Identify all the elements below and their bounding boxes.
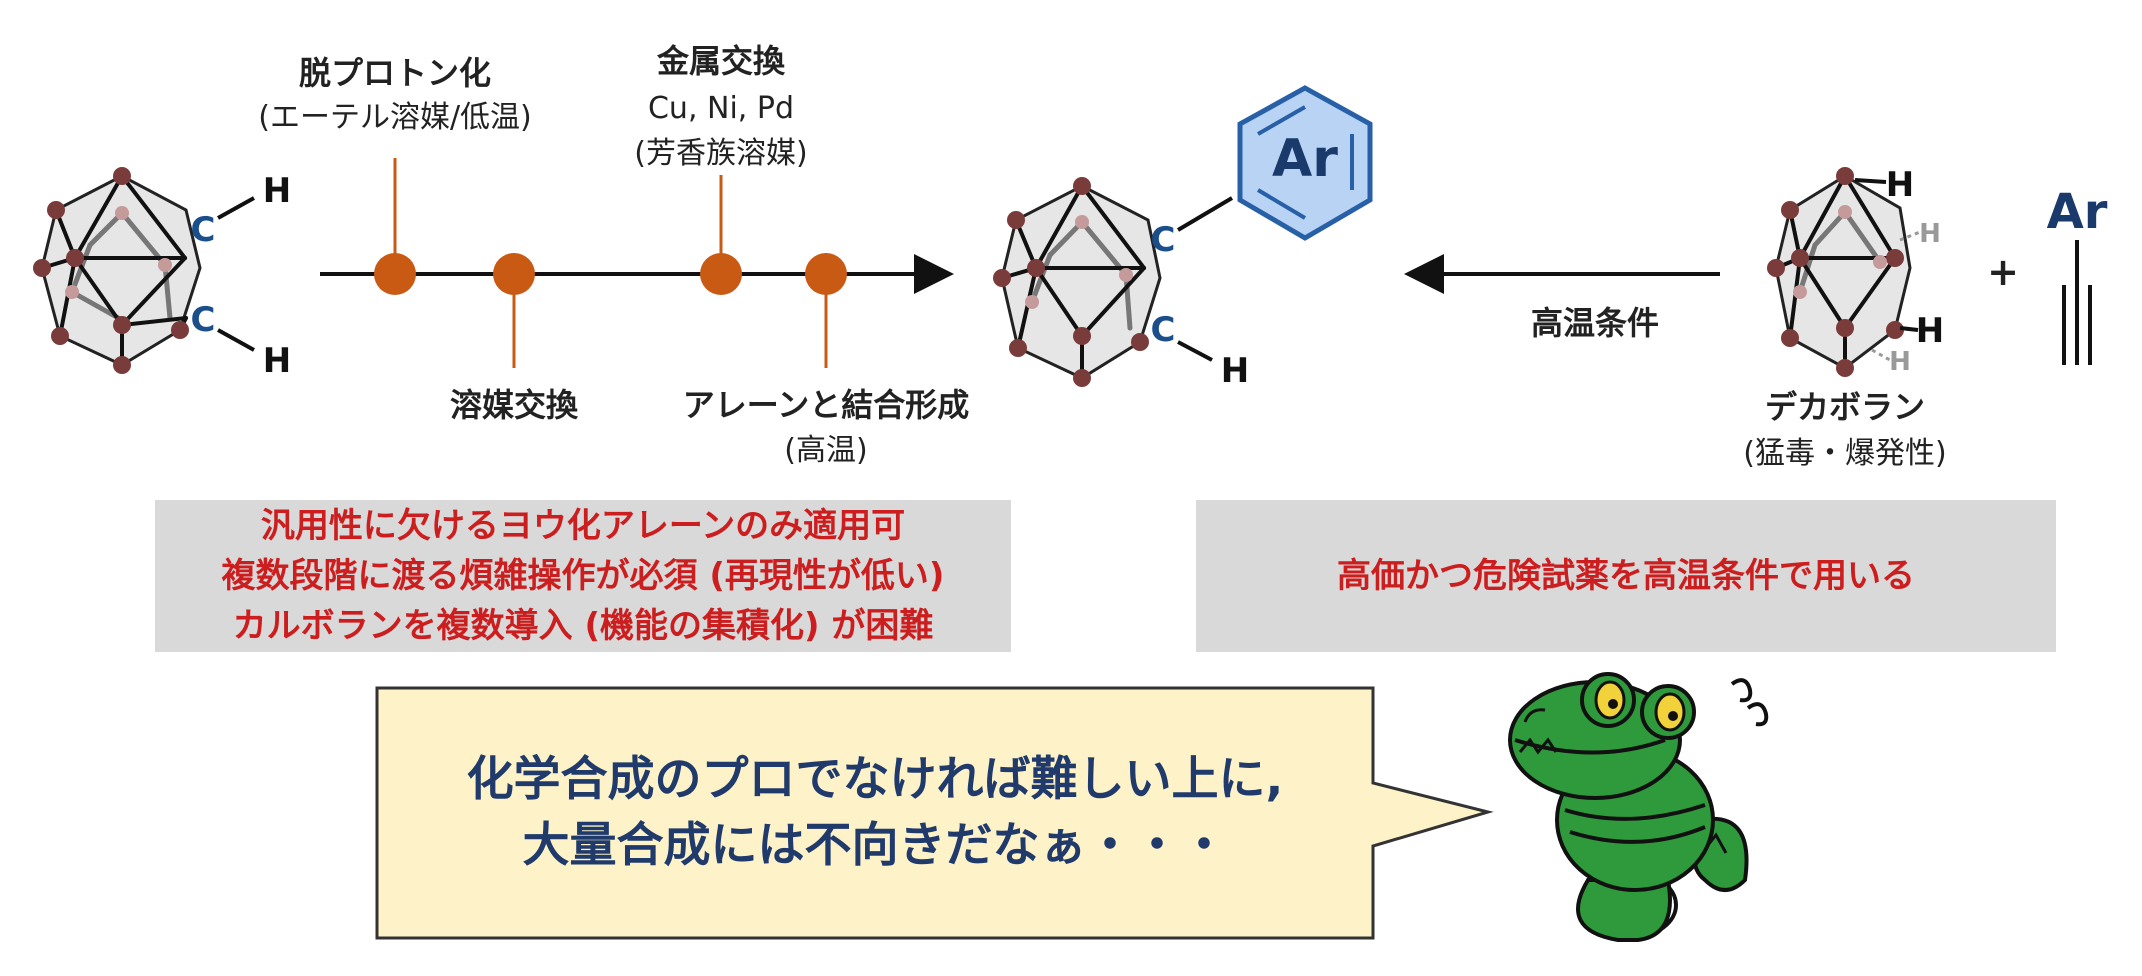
problems-left-box: 汎用性に欠けるヨウ化アレーンのみ適用可 複数段階に渡る煩雑操作が必須 (再現性が… <box>155 500 1011 652</box>
step-metal-exchange-metals: Cu, Ni, Pd <box>648 91 794 126</box>
crocodile-mascot-icon <box>1508 672 1769 942</box>
bridging-hydrogen-label: H <box>1889 347 1911 377</box>
problem-right-line: 高価かつ危険試薬を高温条件で用いる <box>1337 556 1915 596</box>
speech-text-block: 化学合成のプロでなければ難しい上に, 大量合成には不向きだなぁ・・・ <box>377 688 1373 938</box>
step-solvent-exchange-title: 溶媒交換 <box>450 386 579 424</box>
step-arene-coupling-title: アレーンと結合形成 <box>683 386 969 424</box>
decaborane-note: (猛毒・爆発性) <box>1743 436 1946 471</box>
carbon-label: C <box>191 210 216 250</box>
carbon-label: C <box>191 300 216 340</box>
step-marker-deprotonation <box>374 253 416 295</box>
problems-right-box: 高価かつ危険試薬を高温条件で用いる <box>1196 500 2056 652</box>
speech-bubble <box>375 686 1494 940</box>
step-metal-exchange-title: 金属交換 <box>656 42 786 80</box>
carbon-label: C <box>1151 310 1176 350</box>
hydrogen-label: H <box>1886 165 1914 205</box>
step-deprotonation-title: 脱プロトン化 <box>299 54 491 92</box>
step-marker-arene-coupling <box>805 253 847 295</box>
speech-line-1: 化学合成のプロでなければ難しい上に, <box>466 752 1284 807</box>
problem-line-1: 汎用性に欠けるヨウ化アレーンのみ適用可 <box>260 506 906 546</box>
hydrogen-label: H <box>263 171 291 211</box>
aryl-label: Ar <box>2047 184 2108 240</box>
hydrogen-label: H <box>1221 351 1249 391</box>
speech-line-2: 大量合成には不向きだなぁ・・・ <box>522 818 1228 873</box>
alkyne-icon <box>2062 240 2092 365</box>
carborane-icon <box>993 177 1234 387</box>
aryl-ring-icon <box>1237 85 1373 241</box>
carborane-icon <box>33 167 255 374</box>
decaborane-name: デカボラン <box>1765 388 1925 426</box>
plus-sign: + <box>1987 250 2019 294</box>
step-marker-solvent-exchange <box>493 253 535 295</box>
hydrogen-label: H <box>1916 311 1944 351</box>
decaborane-icon <box>1767 167 1921 377</box>
step-marker-metal-exchange <box>700 253 742 295</box>
bridging-hydrogen-label: H <box>1919 219 1941 249</box>
carbon-label: C <box>1151 220 1176 260</box>
step-metal-exchange-solvent: (芳香族溶媒) <box>634 136 807 171</box>
high-temp-label: 高温条件 <box>1531 304 1659 342</box>
aryl-label: Ar <box>1272 129 1338 189</box>
hydrogen-label: H <box>263 341 291 381</box>
problem-line-3: カルボランを複数導入 (機能の集積化) が困難 <box>232 606 934 646</box>
multistep-arrow <box>320 158 954 368</box>
step-deprotonation-detail: (エーテル溶媒/低温) <box>258 100 532 135</box>
problem-line-2: 複数段階に渡る煩雑操作が必須 (再現性が低い) <box>221 556 945 596</box>
step-arene-coupling-detail: (高温) <box>784 433 867 468</box>
